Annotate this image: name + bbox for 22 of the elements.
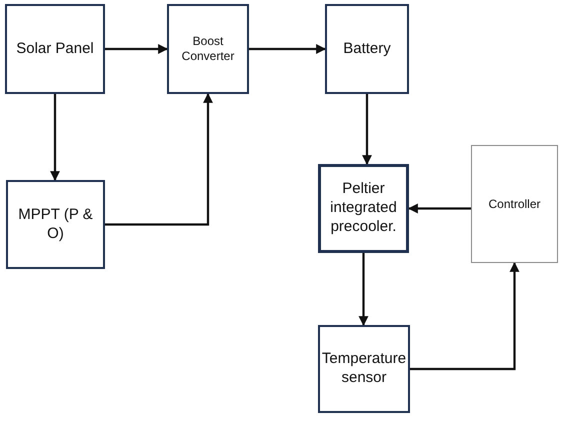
arrow xyxy=(105,44,168,54)
box-label: Controller xyxy=(487,196,542,212)
arrow xyxy=(50,94,60,181)
arrow xyxy=(410,262,520,370)
process-box xyxy=(5,4,105,94)
process-box xyxy=(471,145,558,263)
process-box xyxy=(6,180,105,269)
box-label: MPPT (P & O) xyxy=(17,206,94,244)
arrow xyxy=(408,204,471,214)
process-box xyxy=(325,4,409,94)
arrow xyxy=(358,253,368,326)
box-label: Boost Converter xyxy=(180,34,236,64)
box-label: Battery xyxy=(342,40,392,58)
arrow xyxy=(105,93,213,226)
process-box xyxy=(167,4,249,94)
box-label: Solar Panel xyxy=(15,40,95,58)
box-label: Temperature sensor xyxy=(320,350,408,388)
arrow xyxy=(249,44,326,54)
arrow xyxy=(362,94,372,165)
box-label: Peltier integrated precooler. xyxy=(329,180,398,237)
process-box xyxy=(318,325,410,413)
process-box xyxy=(318,164,409,253)
